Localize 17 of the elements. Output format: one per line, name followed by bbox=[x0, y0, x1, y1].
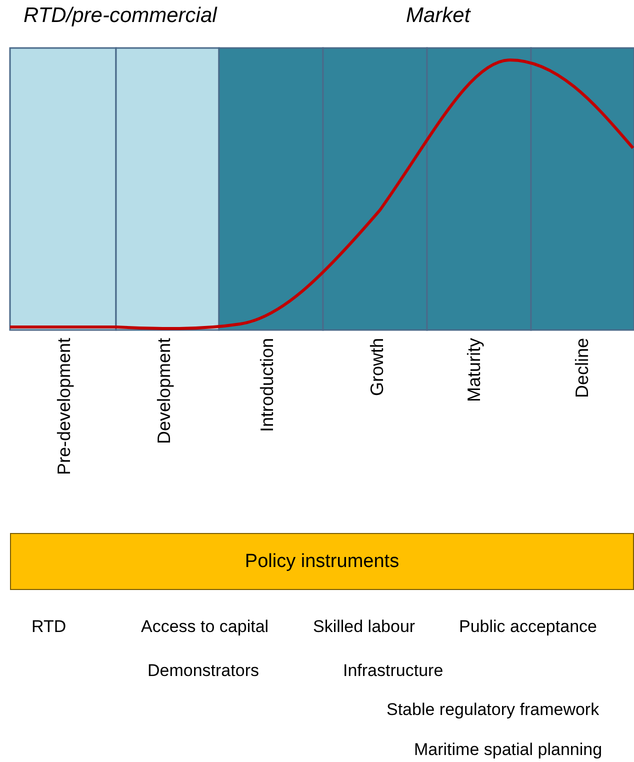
stage-label: Development bbox=[154, 338, 175, 446]
policy-instrument-label: Skilled labour bbox=[313, 617, 416, 637]
policy-instrument-label: Access to capital bbox=[141, 617, 269, 637]
policy-banner: Policy instruments bbox=[10, 533, 634, 590]
policy-instrument-label: RTD bbox=[32, 617, 66, 637]
stage-label: Maturity bbox=[464, 338, 485, 404]
policy-instrument-label: Stable regulatory framework bbox=[386, 700, 600, 720]
stage-label: Growth bbox=[367, 338, 388, 398]
policy-instrument-label: Infrastructure bbox=[343, 661, 444, 681]
stage-label: Pre-development bbox=[54, 338, 75, 478]
phase-heading: Market bbox=[406, 4, 470, 28]
policy-instrument-label: Maritime spatial planning bbox=[414, 740, 602, 760]
policy-instrument-label: Public acceptance bbox=[459, 617, 597, 637]
policy-instrument-label: Demonstrators bbox=[148, 661, 259, 681]
stage-label: Decline bbox=[572, 338, 593, 400]
stage-label: Introduction bbox=[257, 338, 278, 434]
phase-heading: RTD/pre-commercial bbox=[24, 4, 217, 28]
